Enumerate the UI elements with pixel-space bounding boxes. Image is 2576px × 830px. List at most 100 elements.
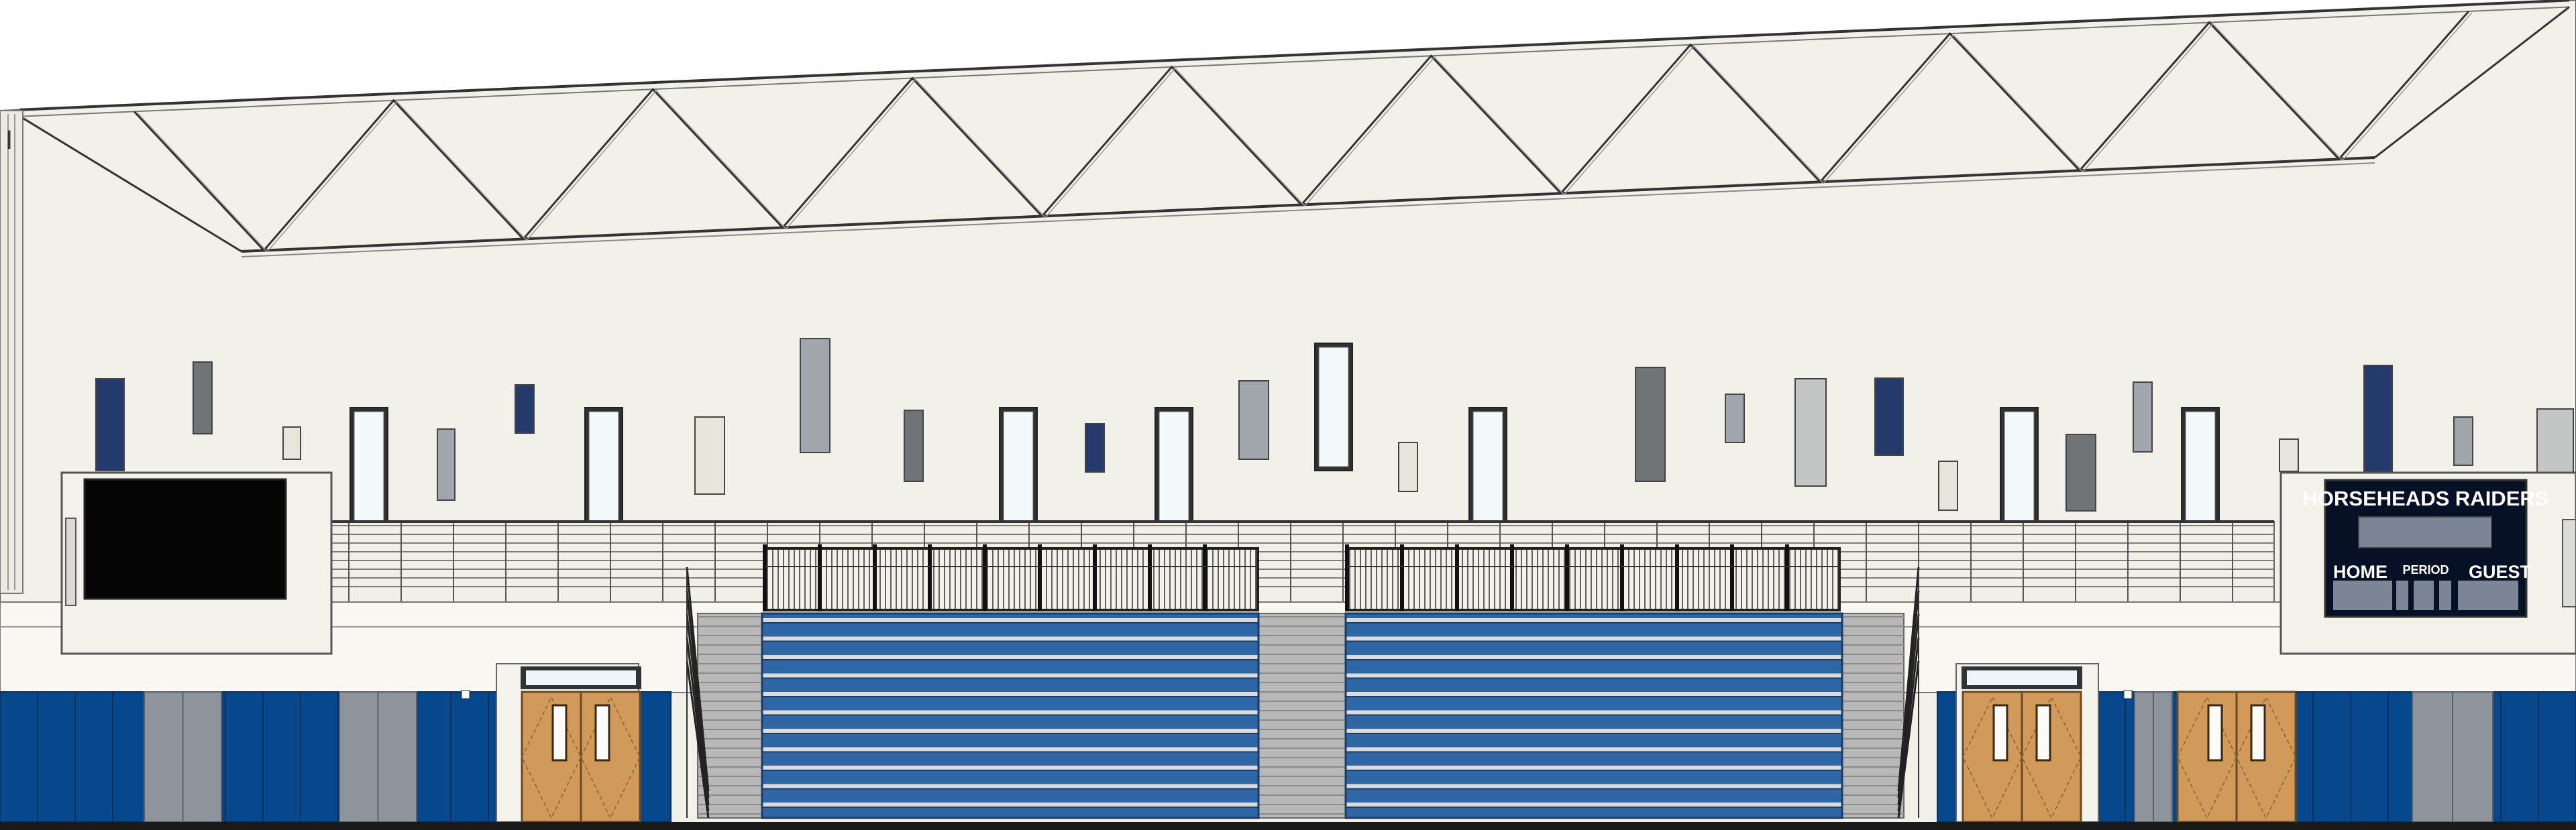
rear-rail-frame: [763, 547, 1259, 611]
window-glass: [1472, 411, 1503, 532]
rail-post: [983, 544, 987, 611]
mezzanine-railing: [328, 520, 2275, 603]
handrail: [1897, 660, 1920, 819]
bleacher-outline: [761, 612, 1260, 819]
rail-post: [1345, 544, 1349, 611]
handrail: [1897, 613, 1920, 805]
accent-panel: [2133, 381, 2153, 453]
left-edge-column: I: [0, 110, 23, 594]
truss-top-chord-inner: [19, 6, 2570, 117]
door-transom-glass: [1967, 670, 2077, 685]
bleacher-seat-row: [1346, 747, 1842, 752]
bleacher-seat-row: [762, 655, 1258, 660]
bleacher-seat-row: [1346, 784, 1842, 789]
door-lite: [594, 704, 610, 762]
accent-panel: [282, 426, 301, 460]
truss-end-left: [19, 115, 242, 253]
accent-panel: [904, 410, 924, 482]
bleacher-seat-row: [1346, 636, 1842, 642]
roof-truss: [19, 0, 2570, 257]
truss-webs-inner: [137, 12, 2473, 253]
door-swing: [2021, 696, 2082, 819]
accent-panel: [2363, 365, 2393, 473]
window-glass: [354, 411, 384, 532]
accent-panel: [1794, 378, 1827, 487]
accent-panel: [1238, 380, 1269, 460]
bleacher-seat-row: [762, 766, 1258, 770]
rail-post: [1730, 544, 1734, 611]
accent-panel: [193, 361, 213, 434]
accent-panel: [2279, 438, 2299, 472]
bleacher-right: [1344, 612, 1843, 819]
door-swing: [580, 696, 641, 819]
right-bleacher-stairs: [1841, 613, 1904, 819]
accent-panel: [2065, 434, 2096, 512]
window-glass: [2004, 411, 2035, 532]
bleacher-rear-rail-right: [1345, 544, 1841, 611]
door-transom-glass: [526, 670, 636, 685]
accent-panel: [437, 428, 455, 501]
bleacher-seat-row: [762, 636, 1258, 642]
bleacher-seat-row: [762, 803, 1258, 807]
bleacher-rear-rail-left: [763, 544, 1259, 611]
door-lite: [1992, 704, 2008, 762]
scoreboard-home-label: HOME: [2333, 562, 2387, 582]
door-swing: [2236, 696, 2296, 819]
accent-panel: [1085, 423, 1105, 473]
accent-panel: [2536, 408, 2574, 478]
truss-webs: [133, 10, 2470, 252]
accent-panel: [1874, 377, 1904, 456]
window-glass: [1003, 411, 1034, 532]
accent-panel: [515, 384, 535, 434]
door-swing: [2177, 696, 2237, 819]
rail-post: [1093, 544, 1097, 611]
bleacher-seat-row: [1346, 803, 1842, 807]
bleacher-seat-row: [762, 618, 1258, 623]
rear-rail-frame: [1346, 547, 1841, 611]
window-glass: [588, 411, 619, 532]
bleacher-seat-row: [1346, 729, 1842, 733]
truss-top-chord: [19, 0, 2570, 111]
rail-post: [1510, 544, 1514, 611]
rail-post: [818, 544, 822, 611]
door-lite: [551, 704, 568, 762]
bleacher-seat-row: [762, 673, 1258, 678]
floor-line: [0, 822, 2576, 830]
video-board-icon: [83, 478, 287, 600]
door-lite: [2250, 704, 2266, 762]
rail-post: [1565, 544, 1569, 611]
bleacher-seat-row: [762, 784, 1258, 789]
clerestory-windows: [350, 343, 2220, 536]
center-aisle-steps: [1258, 613, 1346, 819]
accent-panel: [1725, 394, 1745, 443]
door-swing: [1962, 696, 2023, 819]
bleacher-seat-row: [762, 747, 1258, 752]
rail-post: [1455, 544, 1459, 611]
scoreboard-icon: HORSEHEADS RAIDERS HOME PERIOD GUEST: [2303, 479, 2549, 618]
scoreboard-period-label: PERIOD: [2402, 563, 2449, 577]
truss-end-right: [2374, 6, 2570, 159]
accent-panel: [1635, 367, 1666, 482]
outlet: [2123, 690, 2133, 699]
accent-panel: [2453, 416, 2473, 466]
scoreboard-title: HORSEHEADS RAIDERS: [2303, 487, 2549, 510]
door-swing: [521, 696, 582, 819]
wall-accent-panels: [95, 338, 2574, 512]
accent-panel: [1938, 461, 1958, 511]
bleacher-seat-row: [1346, 618, 1842, 623]
accent-panel: [1398, 442, 1418, 492]
window-glass: [1159, 411, 1189, 532]
handrail: [1897, 637, 1920, 812]
handrail: [686, 637, 710, 812]
handrail: [686, 590, 710, 798]
handrail: [686, 613, 710, 805]
bleacher-seat-row: [762, 729, 1258, 733]
bleacher-seat-row: [1346, 673, 1842, 678]
doors: [521, 666, 2297, 823]
door-lite: [2035, 704, 2051, 762]
truss-bottom-chord: [241, 156, 2375, 253]
rail-post: [1785, 544, 1789, 611]
bleacher-outline: [1344, 612, 1843, 819]
truss-bottom-chord-inner: [241, 162, 2375, 257]
